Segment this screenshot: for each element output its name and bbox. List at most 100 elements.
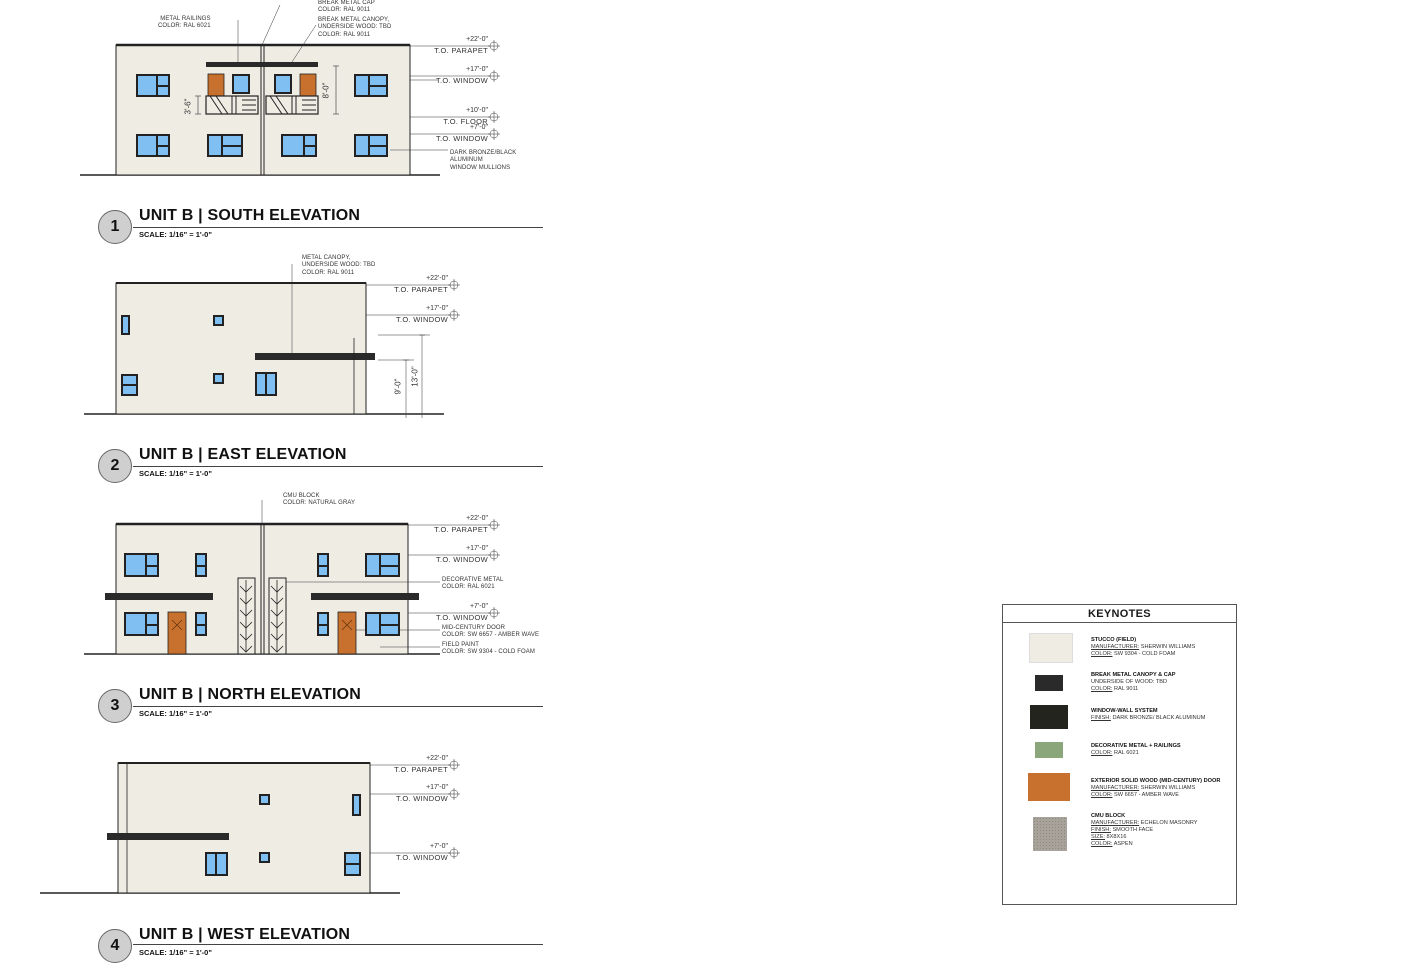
swatch-door <box>1028 773 1070 801</box>
level-window-lower-value: +7'-0" <box>469 603 488 610</box>
view-scale: SCALE: 1/16" = 1'-0" <box>139 469 212 478</box>
window <box>121 315 130 335</box>
keynote-door: EXTERIOR SOLID WOOD (MID-CENTURY) DOOR M… <box>1091 778 1221 798</box>
level-parapet-name: T.O. PARAPET <box>434 46 488 55</box>
keynotes-panel: KEYNOTES STUCCO (FIELD) MANUFACTURER: SH… <box>1002 604 1237 905</box>
view-number: 1 <box>98 210 132 244</box>
window <box>354 134 388 157</box>
window <box>195 553 207 577</box>
south-canopy <box>206 62 318 67</box>
view-title-line <box>133 944 543 945</box>
level-parapet-value: +22'-0" <box>466 36 488 43</box>
swatch-canopy <box>1035 675 1063 691</box>
door <box>299 73 317 97</box>
north-wall <box>115 523 409 655</box>
window <box>354 74 388 97</box>
level-window-lower-value: +7'-0" <box>429 843 448 850</box>
view-number: 4 <box>98 929 132 963</box>
view-title-line <box>133 466 543 467</box>
level-window-lower-name: T.O. WINDOW <box>435 134 488 143</box>
view-number: 3 <box>98 689 132 723</box>
level-parapet-value: +22'-0" <box>466 515 488 522</box>
window <box>124 612 159 636</box>
keynote-window-wall: WINDOW-WALL SYSTEM FINISH: DARK BRONZE/ … <box>1091 708 1206 721</box>
north-canopy <box>311 593 419 600</box>
keynote-canopy: BREAK METAL CANOPY & CAP UNDERSIDE OF WO… <box>1091 672 1176 692</box>
window <box>352 794 361 816</box>
dim-railing-height: 3'-6" <box>183 98 193 115</box>
keynote-cmu: CMU BLOCK MANUFACTURER: ECHELON MASONRY … <box>1091 813 1198 847</box>
window <box>259 852 270 863</box>
swatch-stucco <box>1029 633 1073 663</box>
level-window-upper-value: +17'-0" <box>466 545 488 552</box>
level-window-upper-value: +17'-0" <box>426 305 448 312</box>
level-window-upper-name: T.O. WINDOW <box>395 794 448 803</box>
door <box>167 611 187 655</box>
keynote-decorative-metal: DECORATIVE METAL + RAILINGS COLOR: RAL 6… <box>1091 743 1181 756</box>
east-elevation-drawing <box>84 264 460 418</box>
window <box>344 852 361 876</box>
decorative-metal-panel <box>268 577 287 655</box>
west-canopy <box>107 833 229 840</box>
north-elevation-drawing <box>84 500 500 655</box>
level-window-lower-value: +7'-0" <box>469 124 488 131</box>
window <box>124 553 159 577</box>
level-floor-name: T.O. FLOOR <box>443 117 488 126</box>
view-scale: SCALE: 1/16" = 1'-0" <box>139 230 212 239</box>
level-parapet-value: +22'-0" <box>426 275 448 282</box>
level-parapet-name: T.O. PARAPET <box>434 525 488 534</box>
level-window-lower-name: T.O. WINDOW <box>435 613 488 622</box>
window <box>365 553 400 577</box>
west-elevation-drawing <box>40 759 460 894</box>
view-title: UNIT B | SOUTH ELEVATION <box>139 207 361 224</box>
window <box>207 134 243 157</box>
window <box>317 553 329 577</box>
north-canopy <box>105 593 213 600</box>
decorative-metal-panel <box>237 577 256 655</box>
window <box>205 852 228 876</box>
view-title-line <box>133 706 543 707</box>
window <box>213 373 224 384</box>
window <box>121 374 138 396</box>
window <box>195 612 207 636</box>
window <box>317 612 329 636</box>
level-window-lower-name: T.O. WINDOW <box>395 853 448 862</box>
level-parapet-value: +22'-0" <box>426 755 448 762</box>
view-scale: SCALE: 1/16" = 1'-0" <box>139 709 212 718</box>
swatch-window-wall <box>1030 705 1068 729</box>
window <box>232 74 250 94</box>
door <box>337 611 357 655</box>
window <box>259 794 270 805</box>
swatch-decorative-metal <box>1035 742 1063 758</box>
window <box>365 612 400 636</box>
door <box>207 73 225 97</box>
level-window-upper-value: +17'-0" <box>466 66 488 73</box>
window <box>213 315 224 326</box>
keynote-stucco: STUCCO (FIELD) MANUFACTURER: SHERWIN WIL… <box>1091 637 1196 657</box>
view-title: UNIT B | EAST ELEVATION <box>139 446 347 463</box>
level-window-upper-name: T.O. WINDOW <box>395 315 448 324</box>
dim-door-height: 8'-0" <box>321 82 331 99</box>
level-window-upper-name: T.O. WINDOW <box>435 555 488 564</box>
east-wall <box>115 282 367 415</box>
east-canopy <box>255 353 375 360</box>
level-window-upper-value: +17'-0" <box>426 784 448 791</box>
level-parapet-name: T.O. PARAPET <box>394 285 448 294</box>
window <box>255 372 277 396</box>
west-wall <box>117 762 371 894</box>
window <box>281 134 317 157</box>
dim-canopy-13ft: 13'-0" <box>410 366 420 387</box>
level-parapet-name: T.O. PARAPET <box>394 765 448 774</box>
view-number: 2 <box>98 449 132 483</box>
view-title: UNIT B | WEST ELEVATION <box>139 926 351 943</box>
view-scale: SCALE: 1/16" = 1'-0" <box>139 948 212 957</box>
